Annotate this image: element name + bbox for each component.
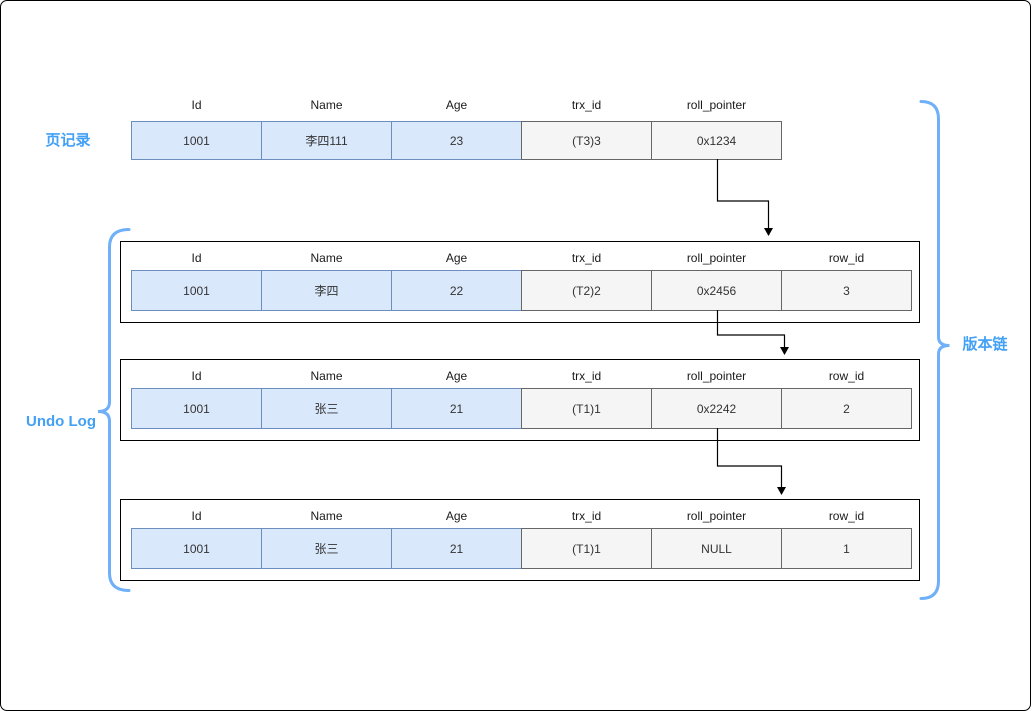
column-header-roll-pointer: roll_pointer [686,509,747,523]
page-record-label: 页记录 [45,132,91,149]
cell-id: 1001 [131,121,262,160]
cell-trx-id: (T2)2 [521,270,652,311]
arrow-roll-pointer-1-icon [716,159,773,236]
column-header-name: Name [310,251,343,265]
cell-row-id: 1 [781,528,912,569]
cell-roll-pointer: NULL [651,528,782,569]
cell-name: 张三 [261,528,392,569]
cell-row-id: 2 [781,388,912,429]
column-header-id: Id [191,509,202,523]
undo-table-1-row: 1001 李四 22 (T2)2 0x2456 3 [131,270,912,311]
column-header-trx-id: trx_id [571,509,602,523]
cell-roll-pointer: 0x1234 [651,121,782,160]
cell-id: 1001 [131,528,262,569]
column-header-row-id: row_id [828,509,865,523]
column-header-age: Age [445,369,468,383]
column-header-row-id: row_id [828,369,865,383]
cell-name: 张三 [261,388,392,429]
column-header-id: Id [191,251,202,265]
cell-name: 李四111 [261,121,392,160]
column-header-trx-id: trx_id [571,98,602,112]
column-header-id: Id [191,98,202,112]
undo-table-3-row: 1001 张三 21 (T1)1 NULL 1 [131,528,912,569]
cell-age: 21 [391,528,522,569]
cell-row-id: 3 [781,270,912,311]
version-chain-label: 版本链 [962,336,1008,353]
column-header-trx-id: trx_id [571,369,602,383]
column-header-age: Age [445,509,468,523]
column-header-name: Name [310,369,343,383]
cell-age: 22 [391,270,522,311]
cell-id: 1001 [131,270,262,311]
column-header-name: Name [310,98,343,112]
undo-table-3-header-row: Id Name Age trx_id roll_pointer row_id [131,508,912,524]
column-header-roll-pointer: roll_pointer [686,98,747,112]
cell-age: 21 [391,388,522,429]
column-header-age: Age [445,251,468,265]
undo-log-label: Undo Log [26,413,96,430]
undo-log-table-2: Id Name Age trx_id roll_pointer row_id 1… [120,359,920,441]
column-header-trx-id: trx_id [571,251,602,265]
cell-roll-pointer: 0x2456 [651,270,782,311]
brace-version-chain-icon [919,100,950,600]
column-header-roll-pointer: roll_pointer [686,369,747,383]
undo-log-table-1: Id Name Age trx_id roll_pointer row_id 1… [120,241,920,323]
cell-trx-id: (T1)1 [521,528,652,569]
undo-table-1-header-row: Id Name Age trx_id roll_pointer row_id [131,250,912,266]
column-header-age: Age [445,98,468,112]
undo-table-2-row: 1001 张三 21 (T1)1 0x2242 2 [131,388,912,429]
undo-table-2-header-row: Id Name Age trx_id roll_pointer row_id [131,368,912,384]
undo-log-table-3: Id Name Age trx_id roll_pointer row_id 1… [120,499,920,581]
column-header-id: Id [191,369,202,383]
column-header-roll-pointer: roll_pointer [686,251,747,265]
cell-age: 23 [391,121,522,160]
column-header-row-id: row_id [828,251,865,265]
cell-roll-pointer: 0x2242 [651,388,782,429]
cell-trx-id: (T1)1 [521,388,652,429]
cell-id: 1001 [131,388,262,429]
page-table-header-row: Id Name Age trx_id roll_pointer [131,97,782,113]
cell-trx-id: (T3)3 [521,121,652,160]
column-header-name: Name [310,509,343,523]
cell-name: 李四 [261,270,392,311]
page-table-row: 1001 李四111 23 (T3)3 0x1234 [131,121,782,160]
